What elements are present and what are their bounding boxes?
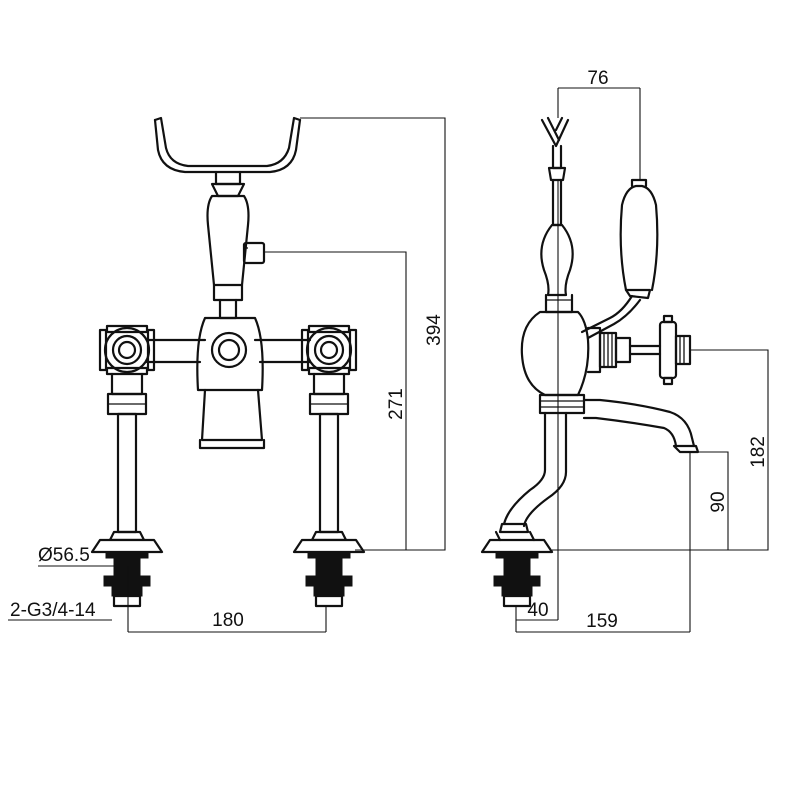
front-view [8, 116, 446, 633]
dimension-thread: 2-G3/4-14 [10, 600, 96, 621]
dimension-394: 394 [424, 314, 445, 346]
front-dimensions [8, 117, 446, 633]
dimension-159: 159 [586, 611, 618, 632]
dimension-180: 180 [212, 610, 244, 631]
side-cross-handle [628, 314, 692, 386]
side-body [520, 310, 632, 415]
side-base [480, 411, 568, 608]
side-spout [582, 398, 700, 454]
right-cross-handle [300, 324, 358, 376]
side-view [480, 87, 769, 633]
dimension-76: 76 [587, 68, 608, 89]
side-riser [540, 223, 574, 314]
mixer-body [196, 316, 266, 450]
dimension-182: 182 [748, 436, 769, 468]
lever-handle [206, 194, 266, 320]
left-cross-handle [98, 324, 156, 376]
side-cradle [540, 116, 570, 227]
left-leg [90, 372, 164, 608]
side-lever [580, 178, 659, 340]
dimension-diameter: Ø56.5 [38, 545, 90, 566]
shower-cradle [153, 116, 302, 198]
dimension-271: 271 [386, 388, 407, 420]
right-leg [292, 372, 366, 608]
side-dimensions [515, 87, 769, 633]
dimension-90: 90 [708, 491, 729, 512]
dimension-40: 40 [527, 600, 548, 621]
